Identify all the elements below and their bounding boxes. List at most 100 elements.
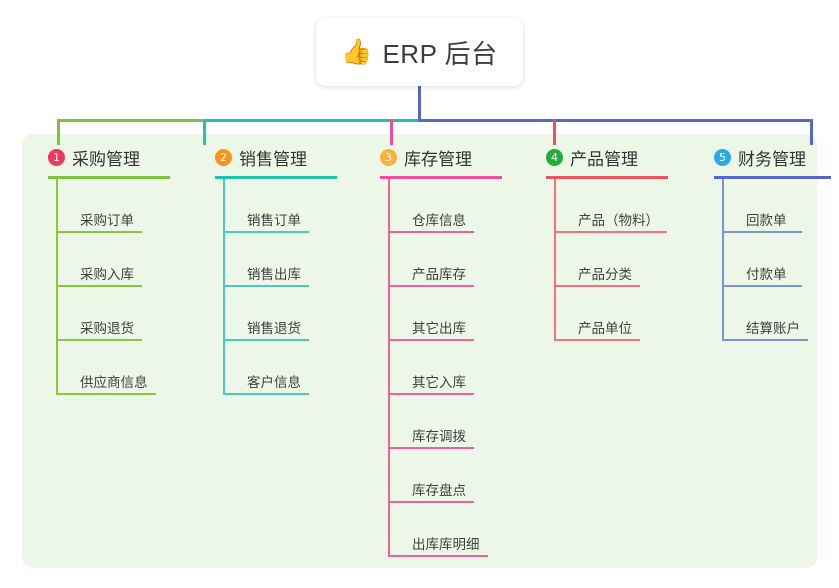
- leaf-item[interactable]: 出库库明细: [388, 503, 502, 557]
- leaf-item[interactable]: 产品分类: [554, 233, 668, 287]
- leaf-item-rule: [223, 231, 309, 233]
- leaf-item[interactable]: 回款单: [722, 179, 831, 233]
- thumbs-up-icon: 👍: [341, 37, 373, 66]
- leaf-item-rule: [722, 285, 802, 287]
- column-title: 采购管理: [72, 149, 140, 169]
- column-1: 1 采购管理采购订单采购入库采购退货供应商信息: [30, 145, 170, 395]
- drop-teal: [203, 119, 206, 145]
- leaf-item[interactable]: 采购入库: [56, 233, 170, 287]
- connector-stem: [418, 78, 421, 122]
- leaf-item-rule: [388, 339, 474, 341]
- leaf-item-label: 产品（物料）: [578, 212, 659, 228]
- column-items: 采购订单采购入库采购退货供应商信息: [56, 179, 170, 395]
- leaf-item[interactable]: 库存盘点: [388, 449, 502, 503]
- leaf-item-label: 回款单: [746, 212, 787, 228]
- column-items: 回款单付款单结算账户: [722, 179, 831, 341]
- column-items: 仓库信息产品库存其它出库其它入库库存调拨库存盘点出库库明细: [388, 179, 502, 557]
- leaf-item-rule: [388, 501, 474, 503]
- leaf-item-rule: [554, 339, 640, 341]
- leaf-item[interactable]: 库存调拨: [388, 395, 502, 449]
- column-header-5[interactable]: 5 财务管理: [696, 145, 831, 169]
- column-spine: [388, 179, 390, 557]
- number-badge-1: 1: [48, 148, 65, 166]
- leaf-item[interactable]: 产品库存: [388, 233, 502, 287]
- leaf-item[interactable]: 其它入库: [388, 341, 502, 395]
- column-items: 产品（物料） 产品分类产品单位: [554, 179, 668, 341]
- column-header-rule: [380, 176, 502, 179]
- leaf-item-label: 付款单: [746, 266, 787, 282]
- leaf-item[interactable]: 其它出库: [388, 287, 502, 341]
- leaf-item-rule: [554, 285, 640, 287]
- leaf-item-label: 销售出库: [247, 266, 301, 282]
- column-header-rule: [546, 176, 668, 179]
- column-spine: [223, 179, 225, 395]
- leaf-item[interactable]: 产品单位: [554, 287, 668, 341]
- leaf-item[interactable]: 产品（物料）: [554, 179, 668, 233]
- leaf-item-rule: [223, 339, 309, 341]
- number-badge-4: 4: [546, 148, 563, 166]
- leaf-item[interactable]: 采购退货: [56, 287, 170, 341]
- number-badge-3: 3: [380, 148, 397, 166]
- leaf-item-label: 销售退货: [247, 320, 301, 336]
- leaf-item-rule: [722, 231, 802, 233]
- leaf-item-rule: [56, 393, 156, 395]
- column-title: 库存管理: [404, 149, 472, 169]
- leaf-item-label: 销售订单: [247, 212, 301, 228]
- column-header-rule: [48, 176, 170, 179]
- leaf-item-rule: [388, 285, 474, 287]
- leaf-item-rule: [56, 231, 142, 233]
- leaf-item-label: 采购订单: [80, 212, 134, 228]
- column-3: 3 库存管理仓库信息产品库存其它出库其它入库库存调拨库存盘点出库库明细: [362, 145, 502, 557]
- leaf-item-label: 库存盘点: [412, 482, 466, 498]
- column-title: 销售管理: [239, 149, 307, 169]
- column-items: 销售订单销售出库销售退货客户信息: [223, 179, 337, 395]
- leaf-item-rule: [554, 231, 667, 233]
- leaf-item[interactable]: 销售出库: [223, 233, 337, 287]
- leaf-item-label: 客户信息: [247, 374, 301, 390]
- leaf-item-label: 其它出库: [412, 320, 466, 336]
- leaf-item[interactable]: 供应商信息: [56, 341, 170, 395]
- leaf-item-label: 其它入库: [412, 374, 466, 390]
- leaf-item[interactable]: 销售订单: [223, 179, 337, 233]
- leaf-item[interactable]: 销售退货: [223, 287, 337, 341]
- leaf-item[interactable]: 结算账户: [722, 287, 831, 341]
- column-spine: [722, 179, 724, 341]
- connector-bar-blue: [418, 119, 812, 122]
- connector-bar-teal: [203, 119, 420, 122]
- drop-blue: [810, 119, 813, 145]
- column-title: 财务管理: [738, 149, 806, 169]
- column-header-3[interactable]: 3 库存管理: [362, 145, 502, 169]
- leaf-item-rule: [223, 393, 309, 395]
- leaf-item-rule: [388, 447, 474, 449]
- column-header-rule: [714, 176, 831, 179]
- leaf-item-label: 结算账户: [746, 320, 800, 336]
- connector-bar-green: [57, 119, 205, 122]
- leaf-item-rule: [56, 339, 142, 341]
- drop-pink: [390, 119, 393, 145]
- column-spine: [56, 179, 58, 395]
- leaf-item-rule: [388, 555, 488, 557]
- column-spine: [554, 179, 556, 341]
- leaf-item[interactable]: 付款单: [722, 233, 831, 287]
- drop-red: [553, 119, 556, 145]
- leaf-item-rule: [722, 339, 808, 341]
- number-badge-5: 5: [714, 148, 731, 166]
- column-header-rule: [215, 176, 337, 179]
- leaf-item-label: 仓库信息: [412, 212, 466, 228]
- leaf-item-rule: [388, 393, 474, 395]
- leaf-item-label: 产品单位: [578, 320, 632, 336]
- leaf-item-label: 采购退货: [80, 320, 134, 336]
- leaf-item[interactable]: 仓库信息: [388, 179, 502, 233]
- leaf-item-label: 供应商信息: [80, 374, 148, 390]
- diagram-panel: [22, 134, 817, 568]
- leaf-item[interactable]: 客户信息: [223, 341, 337, 395]
- root-node-erp-backend[interactable]: 👍 ERP 后台: [316, 18, 523, 86]
- leaf-item[interactable]: 采购订单: [56, 179, 170, 233]
- leaf-item-label: 产品分类: [578, 266, 632, 282]
- leaf-item-label: 采购入库: [80, 266, 134, 282]
- column-header-1[interactable]: 1 采购管理: [30, 145, 170, 169]
